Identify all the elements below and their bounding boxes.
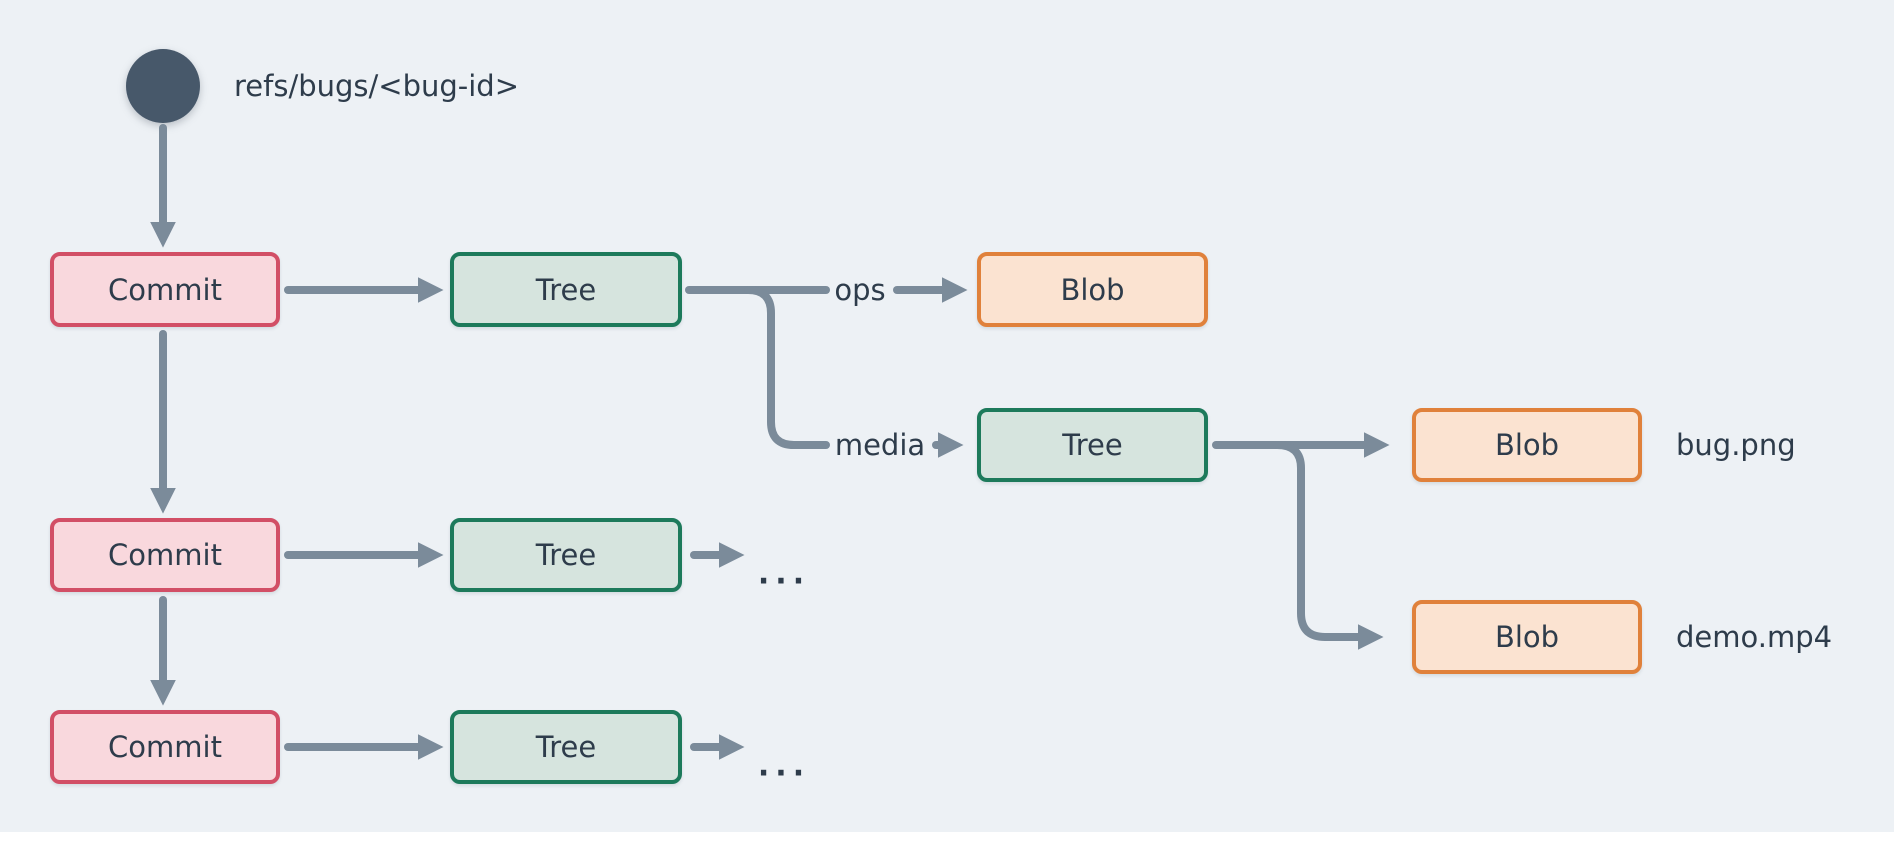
page-bottom-strip: [0, 832, 1894, 844]
commit-node-1-label: Commit: [108, 272, 222, 307]
tree-node-1-label: Tree: [535, 272, 597, 307]
line-branch-to-media-label: [744, 286, 830, 449]
arrow-mediatree-to-demo-blob: [1273, 441, 1384, 650]
commit-node-2-label: Commit: [108, 538, 222, 572]
tree-node-3-label: Tree: [535, 730, 597, 764]
commit-node-3-label: Commit: [108, 730, 222, 764]
blob-node-bug: Blob: [1412, 408, 1642, 482]
tree-node-media-label: Tree: [1062, 428, 1123, 462]
ref-circle: [126, 49, 200, 123]
tree-node-2-label: Tree: [535, 538, 597, 572]
file-label-bug-png: bug.png: [1676, 428, 1796, 462]
commit-node-2: Commit: [50, 518, 280, 592]
blob-node-ops: Blob: [977, 252, 1208, 327]
tree-node-3: Tree: [450, 710, 682, 784]
blob-node-ops-label: Blob: [1060, 272, 1125, 307]
ellipsis-row2: ...: [757, 556, 811, 592]
commit-node-1: Commit: [50, 252, 280, 327]
ellipsis-row3: ...: [757, 748, 811, 784]
blob-node-bug-label: Blob: [1494, 428, 1560, 462]
edge-label-media: media: [834, 428, 926, 462]
tree-node-media: Tree: [977, 408, 1208, 482]
tree-node-1: Tree: [450, 252, 682, 327]
file-label-demo-mp4: demo.mp4: [1676, 620, 1833, 654]
ref-label: refs/bugs/<bug-id>: [234, 69, 520, 103]
tree-node-2: Tree: [450, 518, 682, 592]
blob-node-demo-label: Blob: [1494, 620, 1560, 654]
edge-label-ops: ops: [834, 273, 886, 307]
commit-node-3: Commit: [50, 710, 280, 784]
blob-node-demo: Blob: [1412, 600, 1642, 674]
